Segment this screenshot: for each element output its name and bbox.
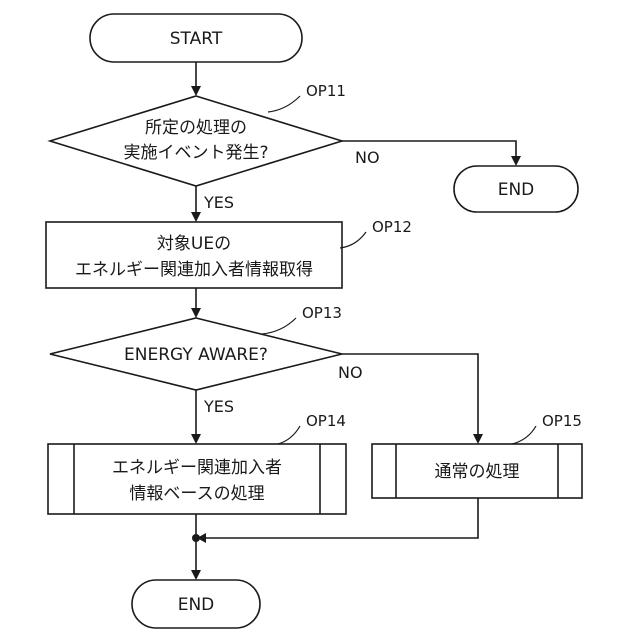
op15-tag: OP15 (542, 412, 582, 430)
op13-label: ENERGY AWARE? (124, 345, 268, 365)
op14-label-line2: 情報ベースの処理 (129, 484, 264, 504)
op15-label: 通常の処理 (435, 462, 520, 482)
op11-label-line2: 実施イベント発生? (123, 143, 268, 163)
op12-label-line2: エネルギー関連加入者情報取得 (75, 260, 313, 280)
op11-leader-line (268, 96, 300, 112)
arrowhead (191, 86, 201, 96)
op11-no-label: NO (355, 148, 380, 167)
op11-yes-label: YES (203, 193, 234, 212)
start-label: START (170, 29, 223, 49)
op11-decision (50, 96, 342, 186)
arrowhead (191, 434, 201, 444)
op13-tag: OP13 (302, 304, 342, 322)
op14-label-line1: エネルギー関連加入者 (112, 458, 282, 478)
op13-leader-line (262, 318, 296, 334)
end-top-label: END (498, 180, 535, 200)
arrowhead (473, 434, 483, 444)
arrowhead (191, 212, 201, 222)
op11-label-line1: 所定の処理の (145, 118, 247, 138)
op12-tag: OP12 (372, 218, 412, 236)
op12-label-line1: 対象UEの (157, 234, 231, 254)
end-bottom-label: END (178, 595, 215, 615)
merge-junction-dot (192, 534, 200, 542)
op12-leader-line (340, 232, 366, 248)
arrowhead (191, 308, 201, 318)
op14-tag: OP14 (306, 412, 346, 430)
op15-leader-line (512, 426, 536, 444)
op13-no-label: NO (338, 363, 363, 382)
op11-tag: OP11 (306, 82, 346, 100)
arrowhead (511, 156, 521, 166)
op14-leader-line (278, 426, 300, 444)
op13-yes-label: YES (203, 397, 234, 416)
arrowhead (191, 570, 201, 580)
